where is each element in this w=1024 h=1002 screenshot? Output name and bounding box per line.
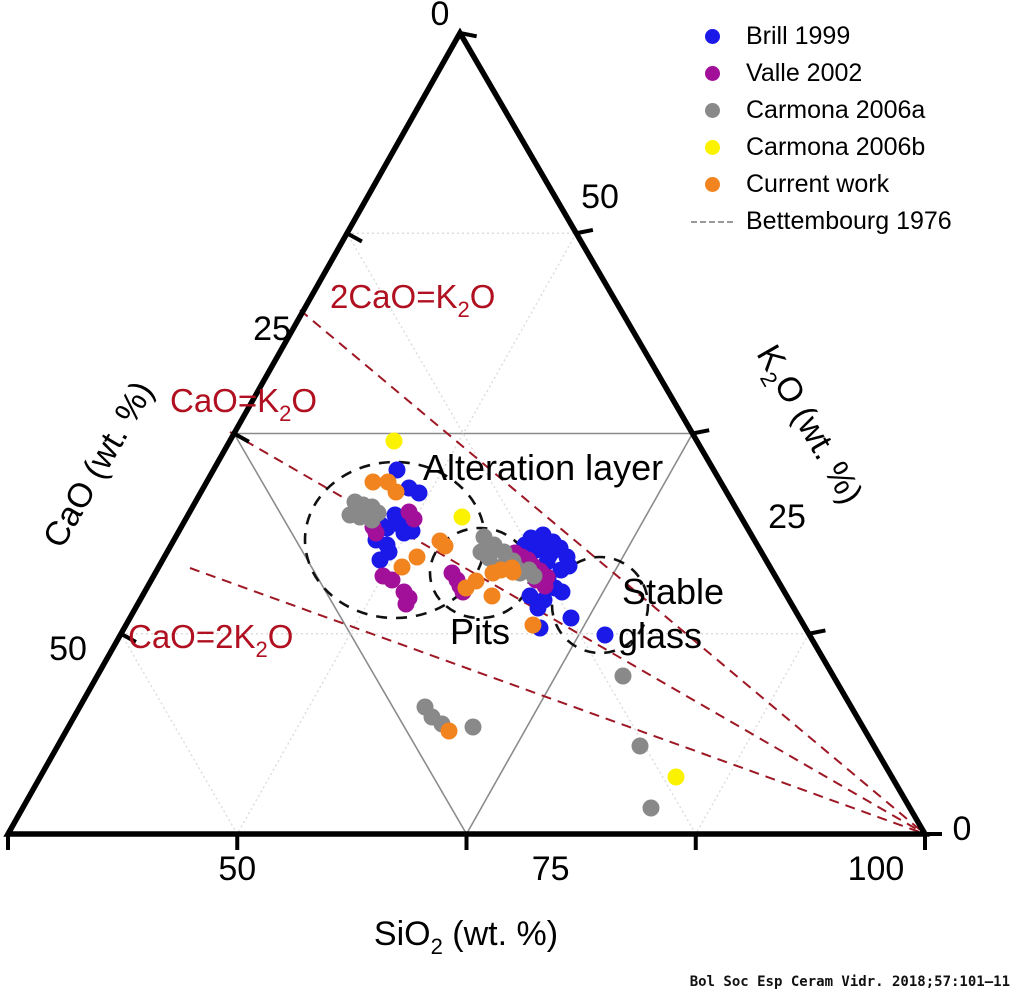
legend-item-valle-2002[interactable]: Valle 2002 <box>690 55 1020 92</box>
tick-label-cao-50: 50 <box>49 630 87 668</box>
region-label-stable-glass-line1: Stable <box>622 571 724 612</box>
axis-title-cao: CaO (wt. %) <box>36 375 161 554</box>
data-point <box>383 571 401 589</box>
tick-label-sio2-100: 100 <box>848 850 905 888</box>
series-dot-icon <box>690 103 734 118</box>
axis-tick <box>692 428 710 436</box>
data-point <box>457 579 475 597</box>
bettembourg-lines-group <box>189 309 926 835</box>
axis-tick <box>233 431 250 444</box>
legend-item-brill-1999[interactable]: Brill 1999 <box>690 18 1020 55</box>
series-dot-icon <box>690 140 734 155</box>
data-point <box>371 551 389 569</box>
data-point <box>642 799 660 817</box>
gridline <box>695 633 810 835</box>
data-point <box>504 563 522 581</box>
data-point <box>393 558 411 576</box>
legend: Brill 1999 Valle 2002 Carmona 2006a Carm… <box>690 18 1020 240</box>
journal-citation: Bol Soc Esp Ceram Vidr. 2018;57:101–11 <box>689 974 1010 990</box>
axis-tick <box>459 31 478 39</box>
data-point <box>405 510 423 528</box>
tick-label-k2o-50: 50 <box>581 178 619 216</box>
data-points-group <box>341 432 685 817</box>
gridline <box>346 232 697 835</box>
gridlines-group <box>120 232 810 835</box>
data-point <box>453 508 471 526</box>
data-point <box>387 483 405 501</box>
data-point <box>596 626 614 644</box>
data-point <box>364 473 382 491</box>
axis-tick <box>120 631 137 644</box>
region-label-alteration-layer: Alteration layer <box>423 447 663 488</box>
legend-item-label: Bettembourg 1976 <box>746 207 952 235</box>
bettembourg-line <box>229 431 926 835</box>
data-point <box>440 722 458 740</box>
tick-label-k2o-25: 25 <box>768 498 806 536</box>
tick-label-sio2-75: 75 <box>532 850 570 888</box>
series-dot-icon <box>690 29 734 44</box>
gridline <box>120 633 238 835</box>
data-point <box>553 583 571 601</box>
data-point <box>480 549 498 567</box>
data-point <box>464 718 482 736</box>
legend-item-label: Current work <box>746 170 890 198</box>
data-point <box>536 577 554 595</box>
data-point <box>436 537 454 555</box>
region-ellipse <box>550 555 650 655</box>
tick-label-k2o-0: 0 <box>953 810 972 848</box>
data-point <box>397 595 415 613</box>
legend-item-current-work[interactable]: Current work <box>690 166 1020 203</box>
data-point <box>524 616 542 634</box>
data-point <box>521 587 539 605</box>
tick-label-cao-25: 25 <box>253 310 291 348</box>
axis-tick <box>346 231 363 244</box>
legend-item-label: Valle 2002 <box>746 59 863 87</box>
gridline <box>233 433 468 835</box>
data-point <box>408 548 426 566</box>
data-point <box>631 737 649 755</box>
legend-item-label: Brill 1999 <box>746 22 851 50</box>
legend-item-label: Carmona 2006a <box>746 96 926 124</box>
axis-title-k2o: K2O (wt. %) <box>744 339 870 514</box>
legend-item-carmona-2006b[interactable]: Carmona 2006b <box>690 129 1020 166</box>
axis-title-sio2: SiO2 (wt. %) <box>374 915 558 959</box>
red-annotation-label-0: 2CaO=K2O <box>330 278 495 322</box>
data-point <box>558 548 576 566</box>
data-point <box>410 484 428 502</box>
legend-item-bettembourg-1976[interactable]: Bettembourg 1976 <box>690 203 1020 240</box>
data-point <box>525 567 543 585</box>
axis-tick <box>575 227 594 236</box>
data-point <box>529 599 547 617</box>
region-label-pits: Pits <box>450 611 510 652</box>
axis-ticks-group <box>6 31 942 850</box>
axis-tick <box>808 628 826 636</box>
data-point <box>562 609 580 627</box>
red-annotation-label-1: CaO=K2O <box>170 382 317 426</box>
bettembourg-line <box>189 567 926 835</box>
dashed-line-icon <box>690 220 734 223</box>
apex-label-zero: 0 <box>431 0 450 33</box>
red-annotation-label-2: CaO=2K2O <box>128 618 293 662</box>
data-point <box>483 587 501 605</box>
region-label-stable-glass-line2: glass <box>618 615 702 656</box>
legend-item-carmona-2006a[interactable]: Carmona 2006a <box>690 92 1020 129</box>
data-point <box>614 667 632 685</box>
data-point <box>363 511 381 529</box>
data-point <box>385 432 403 450</box>
tick-label-sio2-50: 50 <box>218 850 256 888</box>
series-dot-icon <box>690 66 734 81</box>
data-point <box>667 768 685 786</box>
legend-item-label: Carmona 2006b <box>746 133 926 161</box>
data-point <box>367 524 385 542</box>
data-point <box>388 461 406 479</box>
series-dot-icon <box>690 177 734 192</box>
